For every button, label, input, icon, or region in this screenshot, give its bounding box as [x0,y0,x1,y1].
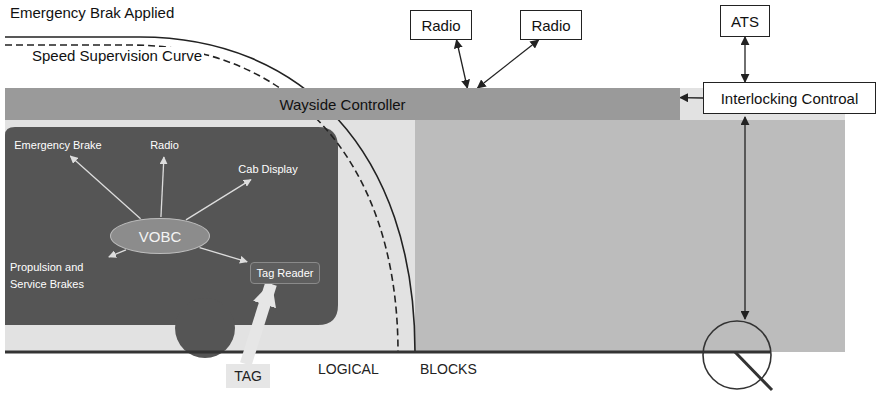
device-label: Radio [146,136,183,154]
ats-box: ATS [720,5,770,37]
connector-arrow [457,40,468,88]
interlocking-switch-link [744,117,745,319]
device-label: Cab Display [234,160,302,178]
radio-box: Radio [520,10,582,40]
block-label: BLOCKS [420,361,477,377]
node-text: TAG [234,368,262,384]
curve-label: Emergency Brak Applied [10,4,174,21]
train-wheel [175,298,235,358]
node-text: Radio [150,139,179,151]
node-text: Tag Reader [257,267,314,279]
wayside-band-ground [5,88,680,120]
node-text: Cab Display [238,163,297,175]
device-label: Propulsion and Service Brakes [10,258,114,294]
node-text: Interlocking Controal [721,90,859,107]
device-label: Emergency Brake [10,136,106,154]
node-text: ATS [731,13,759,30]
node-text: Emergency Brake [14,139,101,151]
connector-arrow [744,37,745,82]
interlocking-box: Interlocking Controal [703,82,876,114]
connector-arrow [109,250,126,257]
tag-signal-arrow [246,284,271,364]
tag-reader-box: Tag Reader [250,262,320,284]
connector-arrow [70,156,140,219]
connector-arrow [161,157,164,217]
emergency-brake-curve [5,37,415,352]
switch-circle [703,321,771,389]
node-text: Wayside Controller [279,96,405,113]
logical-block-region [415,120,845,352]
vobc-ellipse: VOBC [110,218,210,254]
track-rail [5,351,770,354]
track-region [5,88,845,352]
train-body [5,127,338,325]
connector-arrow [186,180,251,220]
radio-box: Radio [410,10,472,40]
curve-label: Speed Supervision Curve [30,47,204,64]
tag-marker: TAG [226,364,270,388]
block-label: LOGICAL [318,361,379,377]
node-text: Radio [421,17,460,34]
connector-arrow [478,40,539,88]
connector-arrow [200,248,248,262]
wayside-controller-band: Wayside Controller [5,88,680,120]
node-text: Propulsion and Service Brakes [10,259,114,293]
connector-arrow [680,97,703,99]
node-text: Radio [531,17,570,34]
node-text: VOBC [139,228,182,245]
